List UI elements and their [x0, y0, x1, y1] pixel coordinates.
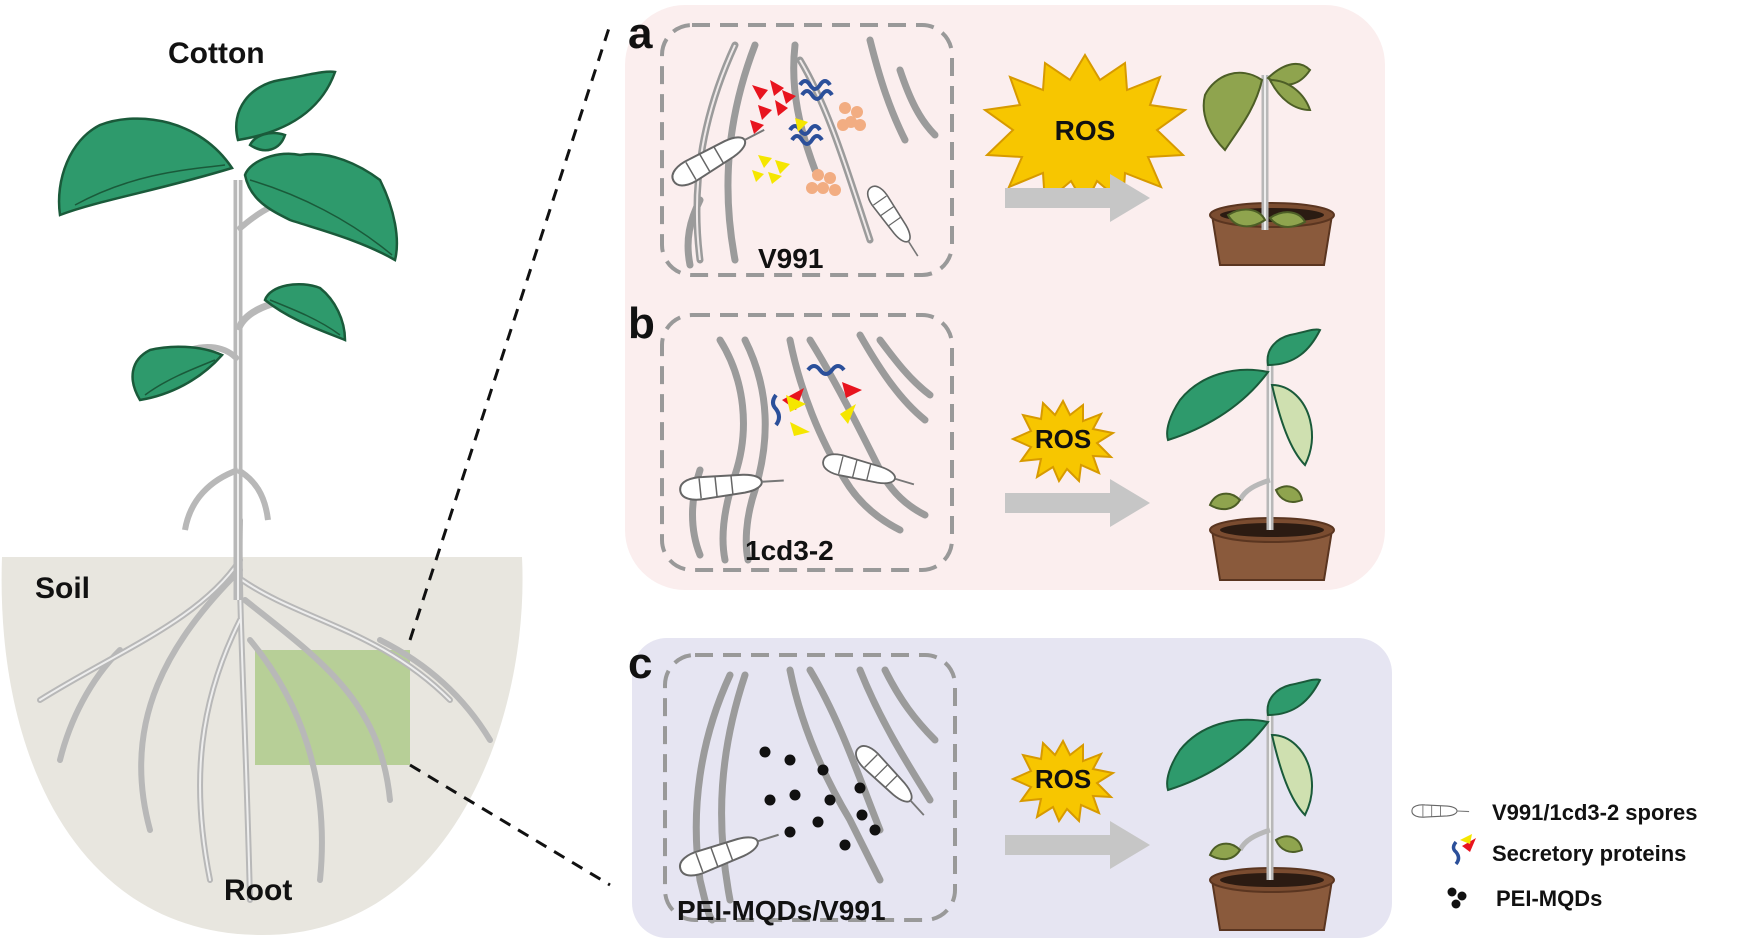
legend-proteins-label: Secretory proteins [1492, 841, 1686, 866]
panel-c-strain-label: PEI-MQDs/V991 [677, 895, 886, 926]
panel-c-zoom-frame [663, 653, 957, 922]
panel-b: b 1cd3-2 ROS [628, 299, 1335, 581]
nanoparticle-dots-icon [1447, 887, 1467, 909]
panel-c-background [632, 638, 1392, 938]
panel-a-wilted-plant [1202, 62, 1335, 266]
panel-a-strain-label: V991 [758, 243, 823, 274]
panel-c-ros-label: ROS [1035, 764, 1091, 794]
cotton-plant-illustration: Cotton Soil Root [1, 37, 523, 935]
zoom-line-bottom [409, 763, 611, 887]
panel-c-ros-burst: ROS [1012, 740, 1114, 822]
panel-b-strain-label: 1cd3-2 [745, 535, 834, 566]
panel-b-zoom-frame [660, 313, 954, 572]
legend-spores-label: V991/1cd3-2 spores [1492, 800, 1697, 825]
zoom-line-top [408, 24, 612, 641]
panel-a-ros-label: ROS [1055, 115, 1116, 146]
legend-mqds-label: PEI-MQDs [1496, 886, 1602, 911]
panel-ab-background [625, 5, 1385, 590]
panel-b-healthy-plant [1166, 328, 1335, 581]
panel-c-letter: c [628, 639, 652, 688]
panel-b-letter: b [628, 299, 655, 348]
soil-label: Soil [35, 572, 90, 605]
panel-a: a [628, 9, 1335, 277]
cotton-label: Cotton [168, 37, 265, 70]
spore-icon [1411, 804, 1470, 818]
legend: V991/1cd3-2 spores Secretory proteins PE… [1411, 800, 1697, 911]
root-label: Root [224, 874, 292, 907]
panel-a-letter: a [628, 9, 653, 58]
panel-b-ros-burst: ROS [1012, 400, 1114, 482]
panel-a-zoom-frame [660, 23, 954, 277]
secretory-protein-icon [1451, 834, 1476, 866]
root-highlight-box [255, 650, 410, 765]
panel-c-nanoparticles [759, 746, 881, 851]
panel-c: c PEI-MQDs/V991 ROS [628, 639, 1335, 931]
panel-a-ros-burst: ROS [984, 54, 1186, 206]
panel-c-healthy-plant [1166, 678, 1335, 931]
panel-b-ros-label: ROS [1035, 424, 1091, 454]
